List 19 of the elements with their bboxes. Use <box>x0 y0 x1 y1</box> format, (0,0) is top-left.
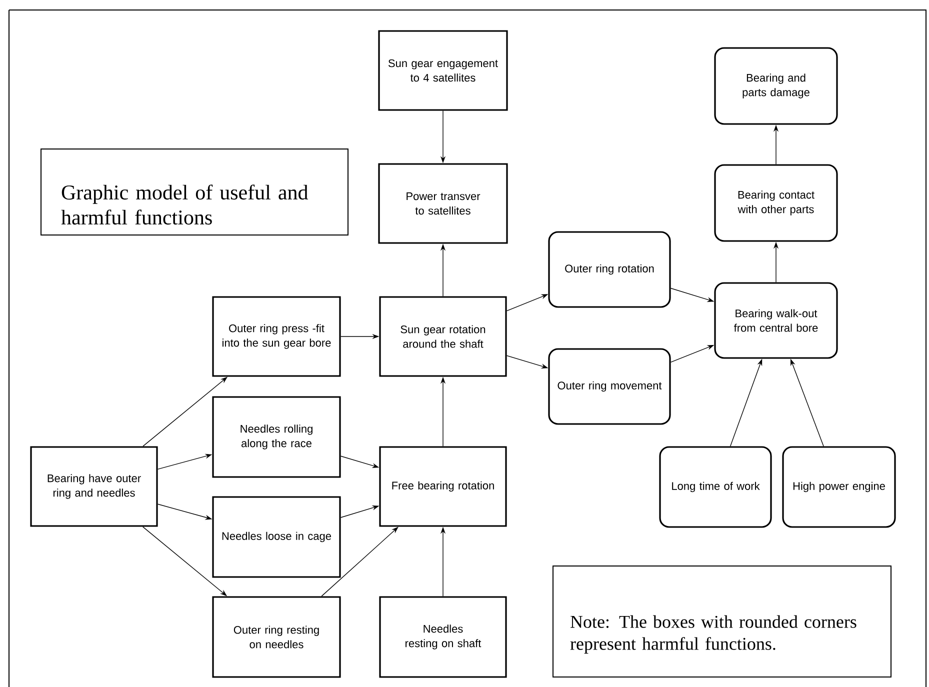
function-box: Needles loose in cage <box>212 496 341 578</box>
title-box: Graphic model of useful and harmful functions <box>40 148 348 236</box>
harmful-function-box: Bearing and parts damage <box>714 47 838 125</box>
function-box: Bearing have outer ring and needles <box>30 446 158 527</box>
function-box: Power transver to satellites <box>378 163 508 244</box>
function-box: Outer ring press -fit into the sun gear bore <box>212 296 341 377</box>
harmful-function-box: Long time of work <box>659 446 772 528</box>
harmful-function-box: Outer ring movement <box>548 348 671 425</box>
harmful-function-box: Bearing contact with other parts <box>714 164 838 242</box>
function-box: Needles resting on shaft <box>379 596 507 678</box>
harmful-function-box: High power engine <box>782 446 896 528</box>
function-box: Outer ring resting on needles <box>212 596 341 678</box>
function-box: Free bearing rotation <box>379 446 507 527</box>
function-box: Needles rolling along the race <box>212 396 341 478</box>
note-box: Note: The boxes with rounded corners represent harmful functions. <box>552 566 892 678</box>
function-box: Sun gear rotation around the shaft <box>379 296 507 377</box>
function-box: Sun gear engagement to 4 satellites <box>378 30 508 111</box>
harmful-function-box: Outer ring rotation <box>548 231 671 308</box>
harmful-function-box: Bearing walk-out from central bore <box>714 282 838 359</box>
